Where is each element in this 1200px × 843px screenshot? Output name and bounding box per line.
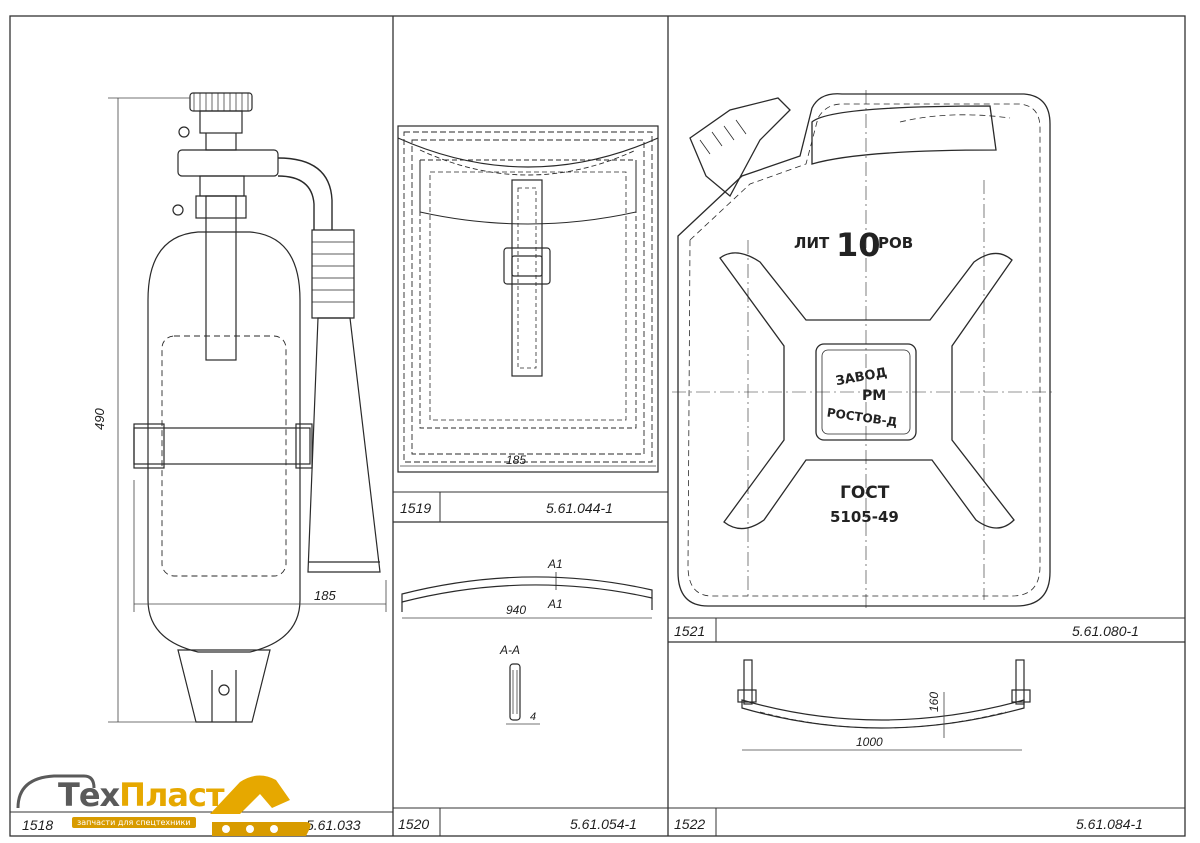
part-code-1518: 5.61.033 [306, 817, 361, 833]
panel-1522: 160 1000 1522 5.61.084-1 [668, 659, 1185, 836]
logo-name-part1: Тех [58, 776, 120, 814]
seal-line-2: РОСТОВ-Д [826, 406, 898, 430]
logo-title: ТехПласт [58, 776, 225, 814]
panel-1518: 490 185 1518 5.61.033 [10, 92, 393, 833]
bag-drawing [397, 125, 659, 473]
panel-1520: A1 A1 940 А-А 4 1520 5.61.054-1 [393, 557, 668, 836]
panel-1519: 185 1519 5.61.044-1 [393, 125, 668, 522]
part-code-1521: 5.61.080-1 [1072, 623, 1139, 639]
excavator-icon [16, 774, 311, 836]
part-code-1519: 5.61.044-1 [546, 500, 613, 516]
logo-name-part2: Пласт [119, 776, 224, 814]
seal-line-1: ЗАВОД [835, 365, 889, 389]
dim-height-490: 490 [92, 408, 107, 430]
dim-width-185: 185 [506, 453, 526, 467]
label-ten: 10 [836, 226, 881, 264]
panel-number-1519: 1519 [400, 500, 431, 516]
dim-length-940: 940 [506, 603, 526, 617]
dim-height-160: 160 [927, 692, 941, 712]
panel-number-1522: 1522 [674, 816, 705, 832]
section-title: А-А [499, 643, 520, 657]
panel-1521: ЛИТ 10 РОВ ЗАВОД РМ РОСТОВ-Д ГОСТ 5105-4… [668, 90, 1185, 642]
bar-drawing [401, 572, 653, 725]
extinguisher-dims [108, 97, 387, 723]
jerrycan-drawing [672, 90, 1054, 612]
section-mark-top: A1 [547, 557, 563, 571]
bent-bar-drawing [737, 659, 1031, 751]
panel-number-1518: 1518 [22, 817, 53, 833]
label-rov: РОВ [878, 234, 913, 252]
standard-number: 5105-49 [830, 508, 899, 526]
section-mark-bottom: A1 [547, 597, 563, 611]
logo-tagline: запчасти для спецтехники [72, 817, 196, 828]
dim-length-1000: 1000 [856, 735, 883, 749]
extinguisher-drawing [133, 92, 381, 723]
techplast-logo: ТехПласт запчасти для спецтехники [14, 770, 314, 840]
standard-label: ГОСТ [840, 483, 890, 503]
sheet-frame [9, 15, 1186, 837]
part-code-1522: 5.61.084-1 [1076, 816, 1143, 832]
jerrycan-label-top: ЛИТ 10 РОВ [794, 226, 913, 264]
factory-seal: ЗАВОД РМ РОСТОВ-Д [826, 365, 898, 429]
seal-mark: РМ [862, 388, 886, 404]
part-code-1520: 5.61.054-1 [570, 816, 637, 832]
dim-width-185: 185 [314, 588, 336, 603]
dim-thickness-4: 4 [530, 711, 536, 723]
panel-number-1520: 1520 [398, 816, 429, 832]
label-lit: ЛИТ [794, 234, 830, 252]
panel-number-1521: 1521 [674, 623, 705, 639]
